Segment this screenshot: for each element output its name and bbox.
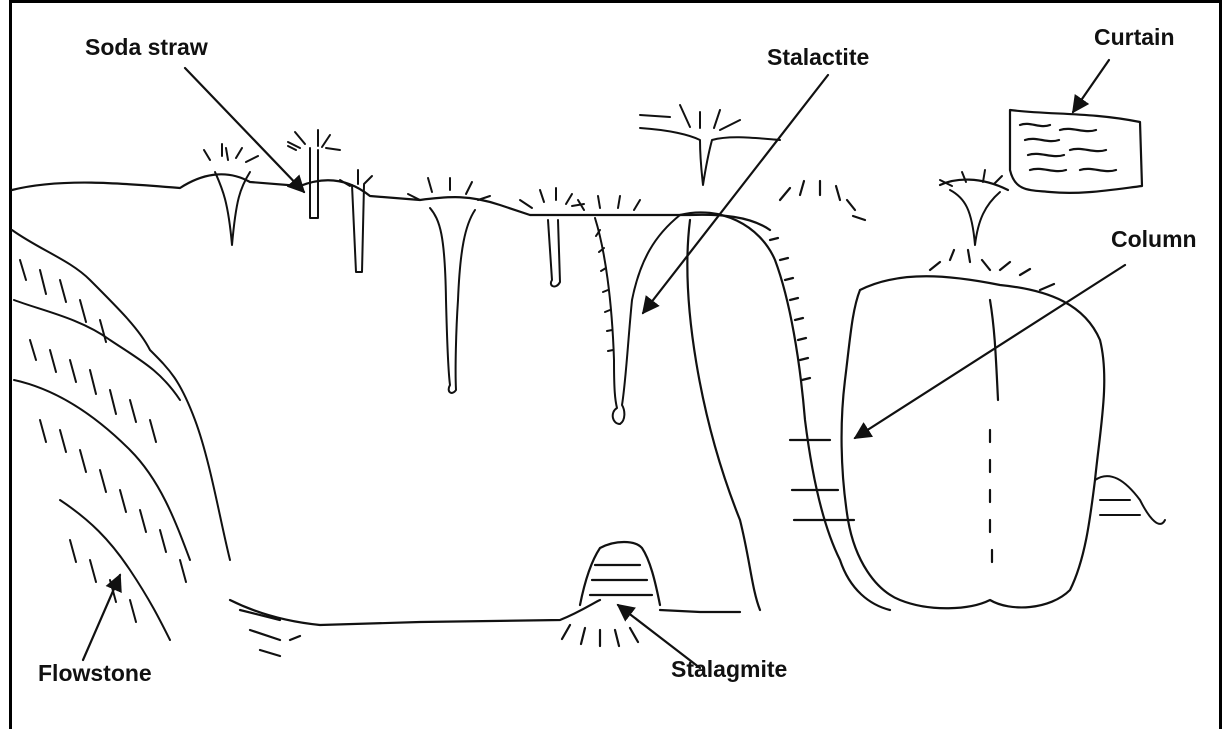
central-column: [680, 181, 890, 610]
right-wall: [1095, 476, 1165, 524]
label-flowstone: Flowstone: [38, 662, 152, 685]
stalactite-upper-mid: [640, 105, 780, 185]
label-stalactite: Stalactite: [767, 46, 869, 69]
flowstone-formation: [12, 230, 230, 640]
label-soda-straw: Soda straw: [85, 36, 208, 59]
stalactite-long-1: [408, 178, 490, 393]
arrow-soda-straw: [185, 68, 304, 192]
arrow-flowstone: [83, 575, 120, 660]
curtain-formation: [1010, 110, 1142, 193]
label-stalagmite: Stalagmite: [671, 658, 787, 681]
soda-straw-3: [520, 188, 584, 286]
cave-floor: [230, 600, 740, 656]
soda-straw-formation: [288, 130, 340, 218]
stalagmite-formation: [562, 542, 660, 646]
arrow-curtain: [1073, 60, 1109, 112]
label-curtain: Curtain: [1094, 26, 1175, 49]
cave-ceiling: [12, 174, 770, 230]
label-column: Column: [1111, 228, 1197, 251]
soda-straw-2: [340, 170, 372, 272]
stalactite-small-1: [204, 144, 258, 245]
arrow-column: [855, 265, 1125, 438]
stalactite-large: [578, 196, 680, 424]
